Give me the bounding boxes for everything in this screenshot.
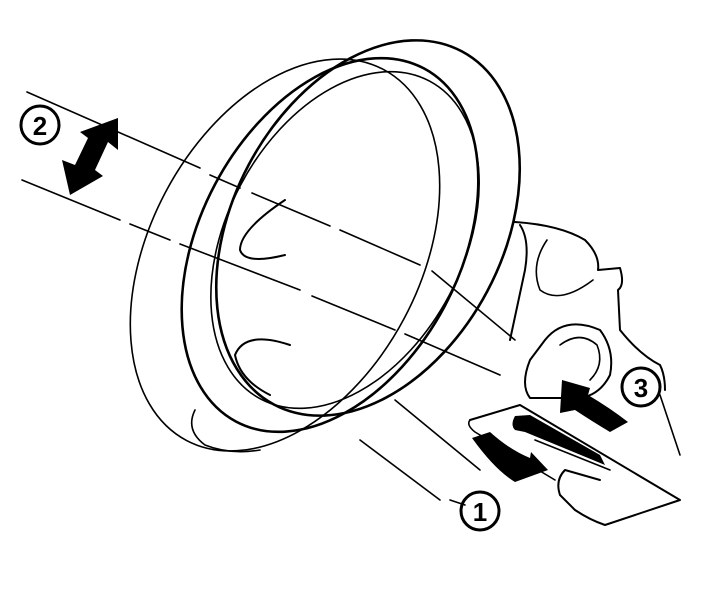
callout-1: 1 xyxy=(449,490,501,532)
svg-text:3: 3 xyxy=(634,373,648,403)
callout-2: 2 xyxy=(19,104,61,146)
push-arrow xyxy=(560,380,628,432)
slide-arrow xyxy=(472,432,548,482)
svg-text:2: 2 xyxy=(33,111,47,141)
callout-3: 3 xyxy=(620,366,662,408)
release-tab xyxy=(468,404,681,526)
reference-lines xyxy=(21,91,516,376)
double-arrow-adjustment xyxy=(62,118,118,195)
svg-text:1: 1 xyxy=(473,497,487,527)
lamp-housing xyxy=(129,39,522,501)
socket-body xyxy=(509,221,681,456)
